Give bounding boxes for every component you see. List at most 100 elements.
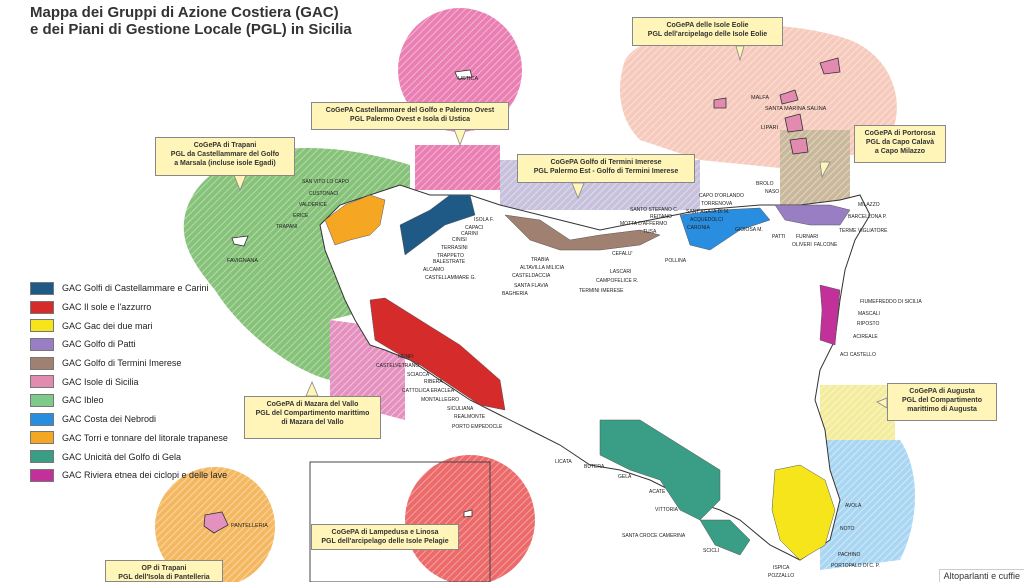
label-custonaci: CUSTONACI: [309, 191, 338, 197]
label-terrasini: TERRASINI: [441, 245, 468, 251]
costa-nebrodi-region: [679, 207, 771, 251]
label-pollina: POLLINA: [665, 258, 687, 264]
callout-mazara-line3: di Mazara del Vallo: [281, 419, 344, 426]
callout-lampedusa-title: CoGePA di Lampedusa e Linosa: [331, 529, 439, 536]
label-scicli: SCICLI: [703, 548, 719, 554]
label-santa-flavia: SANTA FLAVIA: [514, 283, 549, 289]
label-pantelleria: PANTELLERIA: [231, 523, 268, 529]
alicudi-island: [713, 97, 727, 109]
label-carini: CARINI: [461, 231, 478, 237]
castellammare-carini-region: [399, 194, 476, 256]
label-cefalu: CEFALU': [612, 251, 632, 257]
pelagie-sea-zone: [405, 455, 535, 582]
callout-eolie-title: CoGePA delle Isole Eolie: [666, 22, 749, 29]
label-acate: ACATE: [649, 489, 666, 495]
salina-island: [779, 89, 799, 105]
label-brolo: BROLO: [756, 181, 774, 187]
label-cinisi: CINISI: [452, 237, 467, 243]
label-pachino: PACHINO: [838, 552, 861, 558]
label-gela: GELA: [618, 474, 632, 480]
callout-termini-title: CoGePA Golfo di Termini Imerese: [550, 159, 662, 166]
termini-imerese-region: [504, 214, 661, 251]
label-isola-f: ISOLA F.: [474, 217, 494, 223]
label-riposto: RIPOSTO: [857, 321, 880, 327]
label-naso: NASO: [765, 189, 779, 195]
legend-label: GAC Riviera etnea dei ciclopi e delle la…: [62, 470, 228, 481]
callout-trapani-title: CoGePA di Trapani: [193, 142, 257, 149]
torri-tonnare-region: [324, 194, 386, 246]
label-san-vito: SAN VITO LO CAPO: [302, 179, 349, 185]
label-butera: BUTERA: [584, 464, 605, 470]
legend-swatch: [30, 281, 54, 295]
legend-swatch: [30, 356, 54, 370]
label-patti: PATTI: [772, 234, 785, 240]
label-cattolica: CATTOLICA ERACLEA: [402, 388, 455, 394]
callout-op-trapani-subtitle: PGL dell'Isola di Pantelleria: [118, 574, 210, 581]
label-barcellona: BARCELLONA P.: [848, 214, 887, 220]
label-milazzo: MILAZZO: [858, 202, 880, 208]
vulcano-island: [789, 137, 809, 155]
riviera-etnea-region: [819, 284, 841, 346]
label-capaci: CAPACI: [465, 225, 483, 231]
callout-augusta: CoGePA di Augusta PGL del Compartimento …: [887, 383, 997, 421]
callout-op-trapani: OP di Trapani PGL dell'Isola di Pantelle…: [105, 560, 223, 582]
augusta-sea-zone: [820, 385, 895, 450]
callout-castellammare-subtitle: PGL Palermo Ovest e Isola di Ustica: [349, 116, 471, 123]
label-porto-empedocle: PORTO EMPEDOCLE: [452, 424, 503, 430]
callout-trapani-line3: a Marsala (incluse isole Egadi): [174, 160, 276, 167]
label-malfa: MALFA: [751, 95, 769, 101]
label-licata: LICATA: [555, 459, 572, 465]
label-altavilla: ALTAVILLA MILICIA: [520, 265, 565, 271]
ustica-sea-zone: [398, 8, 522, 132]
castellammare-callout-pointer: [453, 128, 467, 147]
label-pozzallo: POZZALLO: [768, 573, 794, 579]
legend-label: GAC Isole di Sicilia: [62, 376, 139, 387]
label-termini-imerese: TERMINI IMERESE: [579, 288, 624, 294]
legend-label: GAC Golfi di Castellammare e Carini: [62, 283, 209, 294]
label-caronia: CARONIA: [687, 225, 710, 231]
callout-portorosa: CoGePA di Portorosa PGL da Capo Calavà a…: [854, 125, 946, 163]
label-lascari: LASCARI: [610, 269, 631, 275]
linosa-island: [463, 509, 473, 518]
label-campofelice: CAMPOFELICE R.: [596, 278, 638, 284]
label-ustica: USTICA: [458, 76, 479, 82]
legend-item: GAC Isole di Sicilia: [30, 372, 228, 391]
legend-item: GAC Il sole e l'azzurro: [30, 298, 228, 317]
label-castelvetrano: CASTELVETRANO: [376, 363, 419, 369]
sicily-outline: [319, 184, 871, 561]
label-santa-marina: SANTA MARINA SALINA: [765, 106, 827, 112]
legend-swatch: [30, 300, 54, 314]
callout-trapani-line2: PGL da Castellammare del Golfo: [170, 151, 280, 158]
lipari-island: [784, 113, 804, 133]
label-vittoria: VITTORIA: [655, 507, 679, 513]
label-terme-vigliatore: TERME VIGLIATORE: [839, 228, 888, 234]
callout-augusta-line2: PGL del Compartimento: [902, 397, 982, 404]
legend-swatch: [30, 450, 54, 464]
legend-item: GAC Unicità del Golfo di Gela: [30, 447, 228, 466]
label-portopalo: PORTOPALO DI C. P.: [831, 563, 880, 569]
label-trappeto: TRAPPETO: [437, 253, 464, 259]
label-tusa: TUSA: [643, 229, 657, 235]
map-title-line1: Mappa dei Gruppi di Azione Costiera (GAC…: [30, 4, 339, 21]
mazara-callout-pointer: [305, 380, 319, 397]
callout-trapani: CoGePA di Trapani PGL da Castellammare d…: [155, 137, 295, 176]
legend-label: GAC Unicità del Golfo di Gela: [62, 451, 182, 462]
callout-mazara: CoGePA di Mazara del Vallo PGL del Compa…: [244, 396, 381, 439]
label-realmonte: REALMONTE: [454, 414, 486, 420]
label-falcone: FALCONE: [814, 242, 838, 248]
label-ispica: ISPICA: [773, 565, 790, 571]
label-acquedolci: ACQUEDOLCI: [690, 217, 723, 223]
sole-azzurro-region: [369, 297, 506, 411]
golfo-patti-region: [774, 204, 851, 226]
legend-label: GAC Gac dei due mari: [62, 320, 153, 331]
pantelleria-island: [203, 511, 229, 534]
siracusa-sea-zone: [820, 440, 915, 570]
audio-device-tooltip[interactable]: Altoparlanti e cuffie: [938, 569, 1024, 582]
label-aci-castello: ACI CASTELLO: [840, 352, 876, 358]
ibleo-region: [699, 519, 751, 556]
label-lipari: LIPARI: [761, 125, 778, 131]
label-favignana: FAVIGNANA: [227, 258, 258, 264]
callout-op-trapani-title: OP di Trapani: [141, 565, 187, 572]
legend-item: GAC Riviera etnea dei ciclopi e delle la…: [30, 466, 228, 485]
